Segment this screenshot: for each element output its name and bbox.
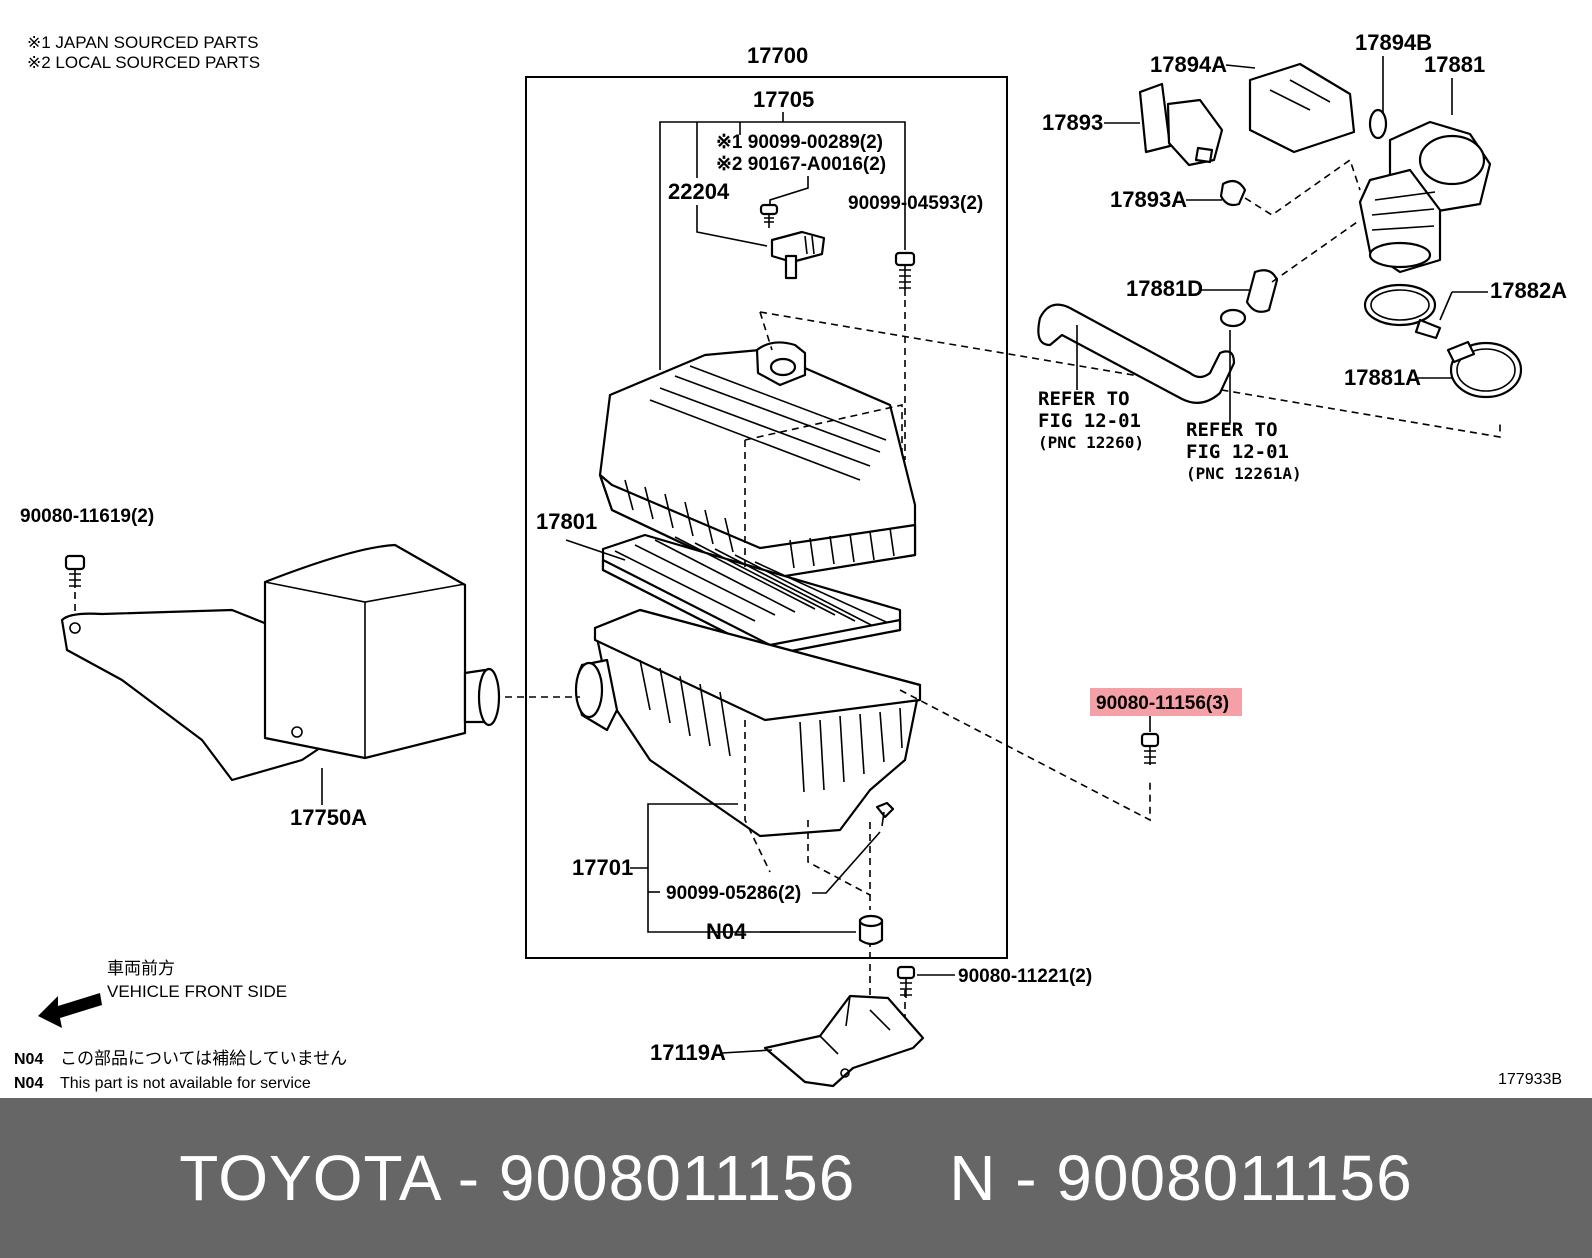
bolt-90080-11619-icon: [64, 554, 86, 588]
footer-part-number: TOYOTA - 9008011156 N - 9008011156: [179, 1142, 1413, 1214]
bolt-90099-04593-icon: [894, 251, 916, 296]
label-17893A: 17893A: [1110, 187, 1187, 212]
refer-2-line1: REFER TO: [1186, 419, 1278, 441]
air-cleaner-cap-icon: [598, 341, 917, 582]
note-japan-sourced: ※1 JAPAN SOURCED PARTS: [27, 33, 259, 52]
bolt-90080-11221-icon: [896, 965, 916, 998]
label-17801: 17801: [536, 509, 597, 534]
air-cleaner-lower-case-icon: [574, 608, 922, 838]
label-17881: 17881: [1424, 52, 1485, 77]
intake-duct-17750A-icon: [60, 543, 501, 782]
diagram-id: 177933B: [1498, 1071, 1562, 1088]
clamp-17881A-icon: [1446, 340, 1523, 399]
ring-17894B-icon: [1368, 108, 1388, 140]
resonator-17894A-icon: [1248, 62, 1356, 154]
label-90080-11221: 90080-11221(2): [958, 966, 1092, 987]
label-90099-05286: 90099-05286(2): [666, 883, 801, 904]
air-flow-meter-sensor-icon: [770, 230, 826, 280]
hose-17881D-icon: [1219, 269, 1279, 328]
direction-label-jp: 車両前方: [107, 959, 175, 978]
label-17700: 17700: [747, 43, 808, 68]
bracket-17119A-icon: [763, 994, 925, 1088]
intake-hose-17881-icon: [1358, 120, 1492, 274]
assembly-17700-box: [525, 76, 1008, 959]
label-17882A: 17882A: [1490, 278, 1567, 303]
vsv-17893-icon: [1138, 82, 1224, 167]
legend-code-jp: N04: [14, 1051, 43, 1068]
label-17119A: 17119A: [650, 1040, 726, 1065]
legend-text-en: This part is not available for service: [60, 1075, 311, 1092]
grommet-N04-icon: [858, 914, 884, 946]
legend-text-jp: この部品については補給していません: [60, 1049, 347, 1068]
label-17750A: 17750A: [290, 805, 367, 830]
footer-bar: TOYOTA - 9008011156 N - 9008011156: [0, 1098, 1592, 1258]
refer-1-line3: (PNC 12260): [1038, 433, 1144, 452]
label-90099-04593: 90099-04593(2): [848, 193, 983, 214]
label-17881D: 17881D: [1126, 276, 1203, 301]
label-17701: 17701: [572, 855, 633, 880]
legend-code-en: N04: [14, 1075, 43, 1092]
screw-90167-icon: [759, 203, 779, 228]
note-local-sourced: ※2 LOCAL SOURCED PARTS: [27, 53, 260, 72]
front-arrow-icon: [38, 993, 102, 1028]
screw-90099-05286-icon: [875, 801, 895, 827]
parts-diagram: ※1 JAPAN SOURCED PARTS ※2 LOCAL SOURCED …: [14, 30, 1567, 1092]
label-17894A: 17894A: [1150, 52, 1227, 77]
direction-label-en: VEHICLE FRONT SIDE: [107, 982, 287, 1001]
refer-2-line3: (PNC 12261A): [1186, 464, 1302, 483]
refer-1-line2: FIG 12-01: [1038, 410, 1141, 432]
clamp-17882A-icon: [1363, 283, 1442, 340]
label-22204: 22204: [668, 179, 730, 204]
label-17705: 17705: [753, 87, 814, 112]
label-17894B: 17894B: [1355, 30, 1432, 55]
refer-1-line1: REFER TO: [1038, 388, 1130, 410]
label-N04: N04: [706, 919, 747, 944]
highlight-90080-11156: [1090, 688, 1242, 716]
label-90167-A0016: ※2 90167-A0016(2): [716, 154, 886, 175]
label-17893: 17893: [1042, 110, 1103, 135]
hose-clip-17893A-icon: [1219, 179, 1247, 207]
refer-2-line2: FIG 12-01: [1186, 441, 1289, 463]
label-90080-11619: 90080-11619(2): [20, 506, 154, 527]
breather-hose-icon: [1037, 303, 1236, 404]
label-90080-11156[interactable]: 90080-11156(3): [1096, 693, 1229, 714]
bolt-90080-11156-icon: [1140, 732, 1160, 765]
label-90099-00289: ※1 90099-00289(2): [716, 132, 883, 153]
label-17881A: 17881A: [1344, 365, 1421, 390]
